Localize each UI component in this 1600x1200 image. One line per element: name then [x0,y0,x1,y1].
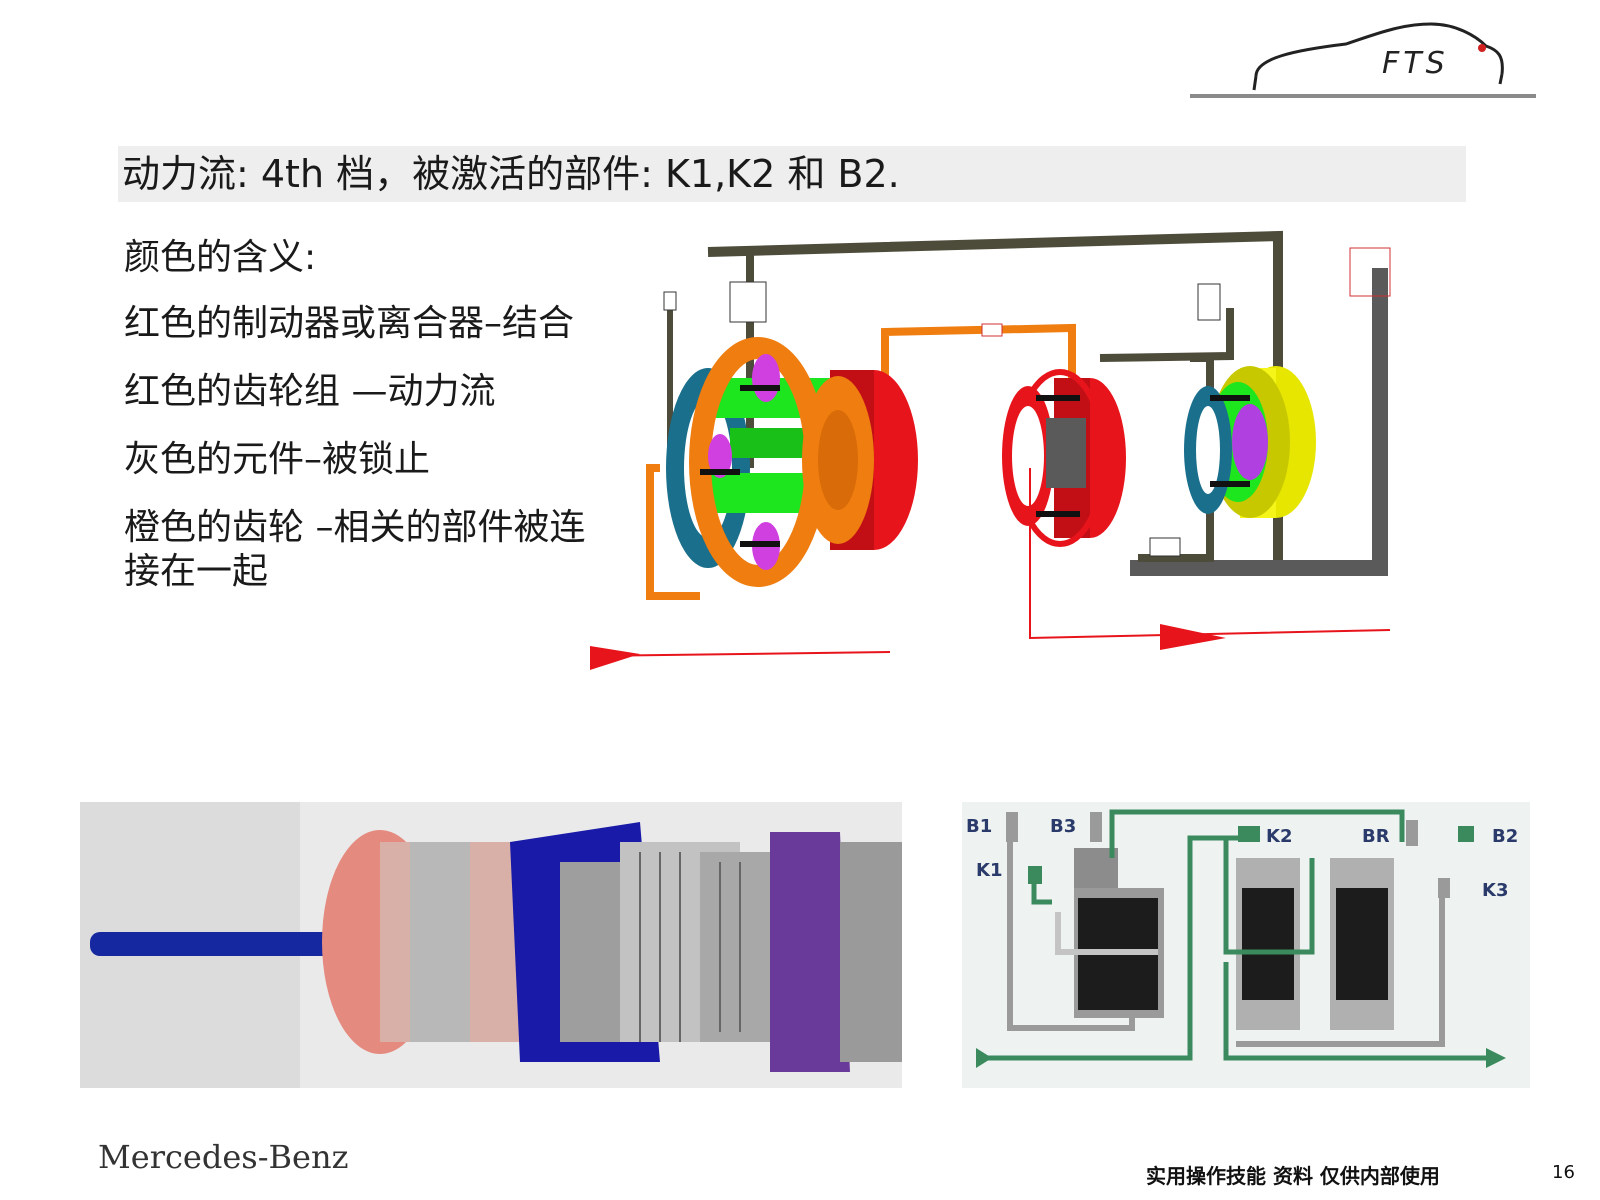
output-shaft [90,932,360,956]
transmission-cutaway-photo [80,802,902,1088]
legend-item-engaged: 红色的制动器或离合器–结合 [124,303,575,344]
brand-wordmark: Mercedes-Benz [98,1138,349,1176]
green-powerflow [982,809,1492,1061]
fts-logo: FTS [1186,14,1536,104]
title-bar [118,146,1466,202]
orange-link [881,323,1076,388]
label-b2: B2 [1492,826,1518,847]
flow-arrow-icon [590,646,640,670]
footer-note: 实用操作技能 资料 仅供内部使用 [1146,1164,1440,1188]
car-silhouette-icon [1252,22,1504,91]
clutch-schematic: B1 B3 K2 BR B2 K1 K3 [962,802,1530,1088]
locked-shaft [1130,268,1388,576]
page-number: 16 [1552,1162,1575,1183]
legend-item-powerflow: 红色的齿轮组 —动力流 [124,371,496,412]
planetary-set-3 [1336,888,1388,1000]
header-rule [1190,94,1536,98]
label-k3: K3 [1482,880,1508,901]
label-k1: K1 [976,860,1002,881]
purple-housing [770,832,850,1072]
arrow-right-icon [1486,1048,1506,1068]
flow-arrow-icon [1160,624,1226,650]
locked-element [1046,418,1086,488]
slide-title: 动力流: 4th 档，被激活的部件: K1,K2 和 B2. [122,152,900,196]
label-k2: K2 [1266,826,1292,847]
planetary-set-2 [1242,888,1294,1000]
legend-heading: 颜色的含义: [124,237,317,278]
powerflow-line [589,468,1391,657]
label-b1: B1 [966,816,992,837]
powerflow-diagram [589,228,1420,692]
label-br: BR [1362,826,1390,847]
color-legend: 颜色的含义: 红色的制动器或离合器–结合 红色的齿轮组 —动力流 灰色的元件–被… [124,236,604,618]
k1-engaged [1028,866,1042,884]
legend-item-locked: 灰色的元件–被锁止 [124,439,431,480]
label-b3: B3 [1050,816,1076,837]
b2-engaged [1458,826,1474,842]
legend-item-connected: 橙色的齿轮 –相关的部件被连接在一起 [124,507,586,592]
logo-text: FTS [1382,46,1449,81]
arrow-left-icon [976,1048,992,1068]
k2-engaged [1238,826,1260,842]
